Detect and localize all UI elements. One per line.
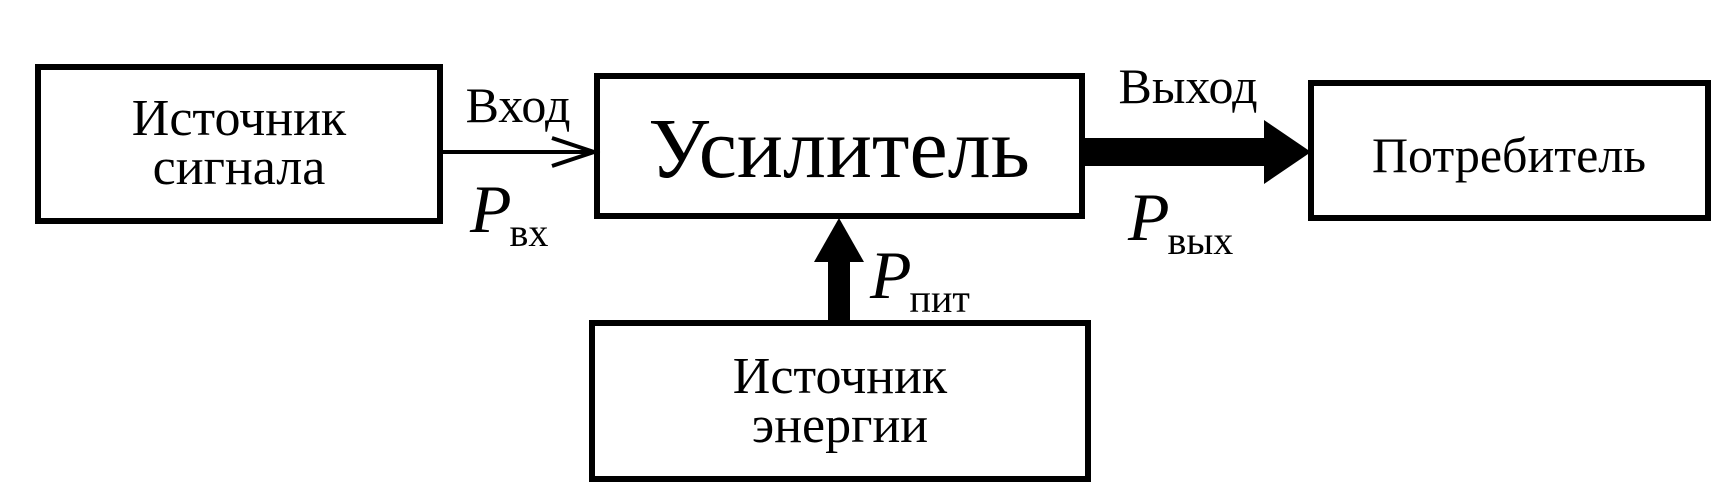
supply-power-symbol: Pпит <box>869 237 970 321</box>
signal-source-box <box>35 64 443 224</box>
supply-power-p: P <box>869 237 912 313</box>
amplifier-box <box>594 73 1085 219</box>
input-arrowhead <box>551 136 601 168</box>
supply-power-subscript: пит <box>910 276 970 321</box>
output-label: Выход <box>1118 58 1257 114</box>
energy-source-label-line2: энергии <box>752 397 928 454</box>
output-power-subscript: вых <box>1168 218 1234 263</box>
consumer-box <box>1308 80 1711 221</box>
energy-source-label-line1: Источник <box>733 348 948 405</box>
energy-source-box <box>589 320 1091 482</box>
input-power-symbol: Pвх <box>469 171 548 255</box>
input-connection: Вход Pвх <box>443 77 601 255</box>
output-connection: Выход Pвых <box>1084 58 1311 263</box>
signal-source-label-line2: сигнала <box>153 139 326 196</box>
input-power-p: P <box>469 171 512 247</box>
signal-source-block: Источник сигнала <box>35 64 443 224</box>
output-arrow-shaft <box>1084 138 1274 166</box>
input-power-subscript: вх <box>510 210 549 255</box>
supply-arrowhead <box>814 218 864 262</box>
consumer-label: Потребитель <box>1372 127 1646 183</box>
input-label: Вход <box>466 77 571 133</box>
output-power-p: P <box>1127 179 1170 255</box>
amplifier-block: Усилитель <box>594 73 1085 219</box>
output-power-symbol: Pвых <box>1127 179 1233 263</box>
supply-arrow-shaft <box>828 258 850 323</box>
signal-source-label-line1: Источник <box>132 90 347 147</box>
amplifier-label: Усилитель <box>648 100 1030 196</box>
consumer-block: Потребитель <box>1308 80 1711 221</box>
output-arrowhead <box>1264 120 1311 184</box>
energy-source-block: Источник энергии <box>589 320 1091 482</box>
supply-connection: Pпит <box>814 218 970 323</box>
